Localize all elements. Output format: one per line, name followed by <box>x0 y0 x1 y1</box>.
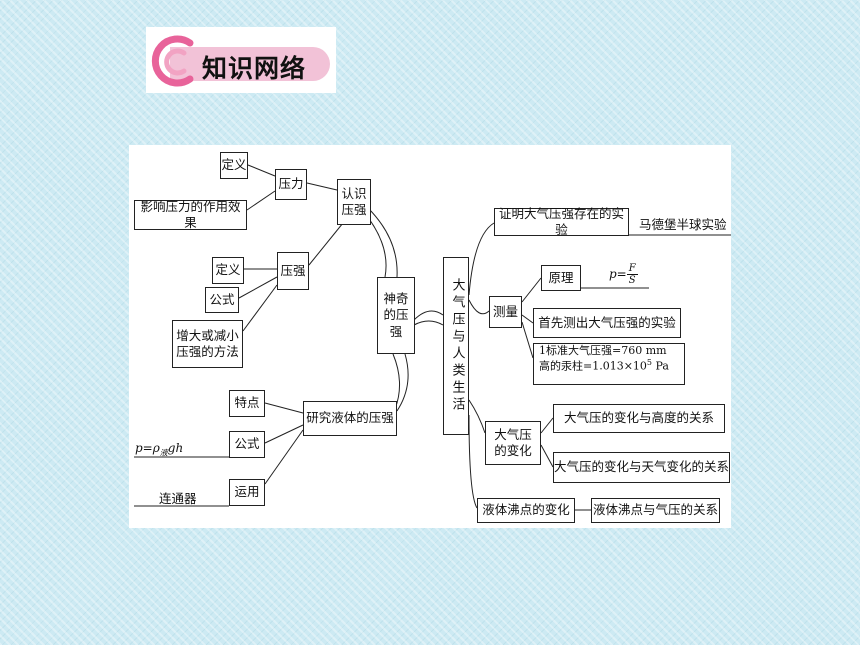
pressure-methods-line2: 压强的方法 <box>176 344 239 359</box>
change-height-box: 大气压的变化与高度的关系 <box>553 404 725 433</box>
magic-pressure-box: 神奇的压强 <box>377 277 415 354</box>
recognize-pressure-box: 认识压强 <box>337 179 371 225</box>
pressure-change-box: 大气压的变化 <box>485 421 541 465</box>
liquid-feature-box: 特点 <box>229 390 265 417</box>
boiling-change-box: 液体沸点的变化 <box>477 498 575 523</box>
liquid-formula-box: 公式 <box>229 431 265 458</box>
standard-line2: 高的汞柱=1.013×105 Pa <box>539 358 669 373</box>
pressure-definition-box: 定义 <box>212 257 244 284</box>
header-bar <box>170 47 330 81</box>
pressure-methods-box: 增大或减小 压强的方法 <box>172 320 243 368</box>
standard-pressure-box: 1标准大气压强=760 mm 高的汞柱=1.013×105 Pa <box>533 343 685 385</box>
atmosphere-life-box: 大气压与人类生活 <box>443 257 469 435</box>
concept-map: 定义 压力 影响压力的作用效果 认识压强 定义 压强 公式 增大或减小 压强的方… <box>129 145 731 528</box>
pressure-force-definition-box: 定义 <box>220 152 248 179</box>
liquid-application-box: 运用 <box>229 479 265 506</box>
magdeburg-label: 马德堡半球实验 <box>639 217 727 232</box>
first-measure-box: 首先测出大气压强的实验 <box>533 308 681 338</box>
principle-box: 原理 <box>541 265 581 291</box>
connected-vessel-label: 连通器 <box>159 491 197 506</box>
pressure-methods-line1: 增大或减小 <box>176 327 239 343</box>
standard-line1: 1标准大气压强=760 mm <box>539 344 667 357</box>
pressure-formula-box: 公式 <box>205 287 239 313</box>
section-header: 知识网络 <box>146 27 336 93</box>
boiling-relation-box: 液体沸点与气压的关系 <box>591 498 720 523</box>
pressure-box: 压强 <box>277 252 309 290</box>
liquid-formula-value: p=ρ液gh <box>135 441 184 458</box>
swirl-logo-icon <box>151 35 194 87</box>
measure-box: 测量 <box>489 296 522 328</box>
liquid-pressure-box: 研究液体的压强 <box>303 401 397 436</box>
header-title: 知识网络 <box>202 54 307 83</box>
proof-experiment-box: 证明大气压强存在的实验 <box>494 206 629 237</box>
pressure-force-effect-box: 影响压力的作用效果 <box>134 199 247 230</box>
pressure-force-box: 压力 <box>275 169 307 200</box>
change-weather-box: 大气压的变化与天气变化的关系 <box>553 452 730 483</box>
